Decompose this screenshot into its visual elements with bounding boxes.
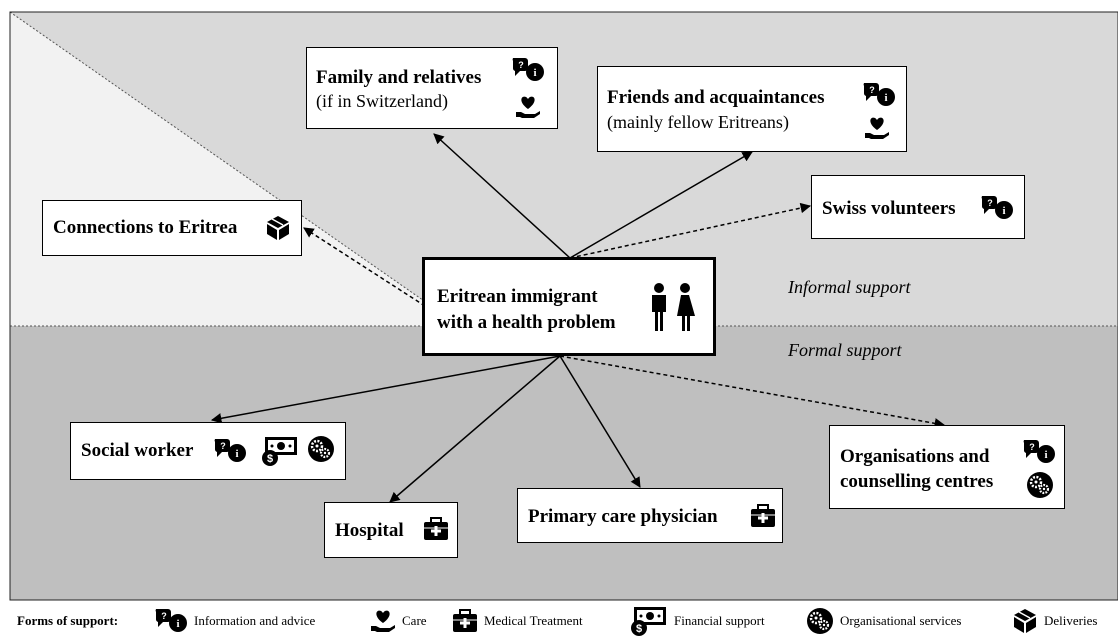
info-advice-icon: ? i [155,609,187,632]
formal-support-label: Formal support [788,340,902,360]
svg-text:?: ? [987,198,993,208]
link-organisations [559,355,946,429]
legend: Forms of support: ? i Information and ad… [0,600,1118,642]
legend-title-item: Forms of support: [17,600,118,642]
svg-text:?: ? [869,85,875,95]
legend-item-medical: Medical Treatment [452,600,583,642]
woman-icon [677,283,695,331]
friends-title: Friends and acquaintances [607,87,825,108]
organisations-title-line2: counselling centres [840,471,994,492]
info-advice-icon: ? i [863,83,895,106]
link-family [433,133,571,259]
physician-box: Primary care physician [517,488,783,543]
volunteers-title: Swiss volunteers [822,198,956,219]
svg-text:i: i [1044,449,1047,461]
money-icon: $ [262,437,297,466]
svg-text:?: ? [220,441,226,451]
family-box: Family and relatives (if in Switzerland)… [306,47,558,129]
hospital-box: Hospital [324,502,458,558]
legend-item-organisational: Organisational services [806,600,961,642]
informal-support-label: Informal support [788,277,911,297]
medical-kit-icon [751,504,775,527]
legend-label-care: Care [402,613,427,628]
legend-item-deliveries: Deliveries [1012,600,1097,642]
legend-item-info: ? i Information and advice [154,600,315,642]
legend-label-organisational: Organisational services [840,613,962,628]
eritrea-title: Connections to Eritrea [53,217,238,238]
organisations-box: Organisations and counselling centres ? … [829,425,1065,509]
man-icon [652,283,666,331]
friends-subtitle: (mainly fellow Eritreans) [607,112,789,132]
svg-text:i: i [884,92,887,104]
center-box: Eritrean immigrant with a health problem [422,257,716,356]
package-icon [1014,609,1036,633]
care-icon [516,96,540,118]
eritrea-box: Connections to Eritrea [42,200,302,256]
svg-text:?: ? [518,60,524,70]
svg-text:?: ? [1029,442,1035,452]
link-hospital [389,355,561,503]
medical-kit-icon [453,609,477,632]
link-social-worker [210,355,561,424]
hospital-title: Hospital [335,520,404,541]
triangle-edge [9,11,461,327]
svg-text:i: i [1002,205,1005,217]
center-line1: Eritrean immigrant [437,286,598,307]
svg-text:i: i [533,67,536,79]
volunteers-box: Swiss volunteers ? i [811,175,1025,239]
care-icon [371,610,395,632]
info-advice-icon: ? i [1023,440,1055,463]
friends-box: Friends and acquaintances (mainly fellow… [597,66,907,152]
family-title: Family and relatives [316,67,482,88]
legend-label-financial: Financial support [674,613,765,628]
link-volunteers [569,202,812,259]
gears-icon [807,608,833,634]
money-icon: $ [631,607,666,636]
organisations-title-line1: Organisations and [840,446,990,467]
svg-text:?: ? [161,611,167,621]
gears-icon [308,436,334,462]
center-line2: with a health problem [437,312,616,333]
legend-label-deliveries: Deliveries [1044,613,1098,628]
social-worker-box: Social worker ? i $ [70,422,346,480]
social-worker-title: Social worker [81,440,194,461]
info-advice-icon: ? i [981,196,1013,219]
care-icon [865,117,889,139]
link-physician [559,355,641,488]
link-friends [569,151,753,259]
legend-item-financial: $ Financial support [630,600,765,642]
legend-item-care: Care [370,600,427,642]
medical-kit-icon [424,517,448,540]
legend-title: Forms of support: [17,613,119,628]
svg-text:i: i [176,618,179,630]
info-advice-icon: ? i [512,58,544,81]
physician-title: Primary care physician [528,506,718,527]
package-icon [267,216,289,240]
person-icons [652,283,695,331]
diagram-frame [9,11,1118,601]
legend-label-info: Information and advice [194,613,316,628]
svg-text:$: $ [267,453,273,465]
svg-text:$: $ [636,623,642,635]
family-subtitle: (if in Switzerland) [316,91,448,111]
legend-label-medical: Medical Treatment [484,613,583,628]
gears-icon [1027,472,1053,498]
link-eritrea [303,227,426,307]
info-advice-icon: ? i [214,439,246,462]
svg-text:i: i [235,448,238,460]
